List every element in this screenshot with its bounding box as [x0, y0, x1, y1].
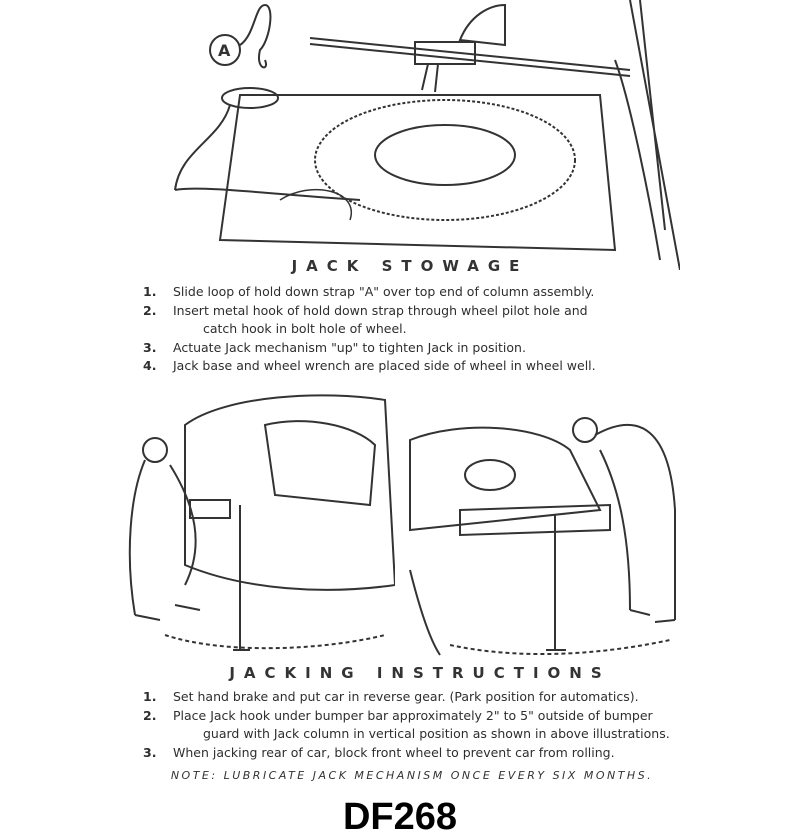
- step-text: Slide loop of hold down strap "A" over t…: [173, 284, 595, 299]
- jack-stowage-steps: 1. Slide loop of hold down strap "A" over…: [143, 283, 596, 376]
- list-item: 1. Slide loop of hold down strap "A" over…: [143, 283, 596, 302]
- jacking-front-illustration: [409, 417, 676, 656]
- list-item: 2. Place Jack hook under bumper bar appro…: [143, 707, 670, 726]
- step-text-continued: guard with Jack column in vertical posit…: [203, 726, 670, 741]
- step-text: Insert metal hook of hold down strap thr…: [173, 302, 588, 318]
- step-number: 3.: [143, 339, 157, 355]
- step-number: 1.: [143, 689, 157, 704]
- step-number: 2.: [143, 302, 157, 318]
- spare-tire: [314, 99, 576, 221]
- jack-column: [309, 37, 631, 77]
- step-number: 1.: [143, 284, 157, 299]
- part-code: DF268: [342, 796, 458, 838]
- callout-a-circle: [209, 34, 241, 66]
- list-item: 1. Set hand brake and put car in reverse …: [143, 688, 670, 707]
- step-text: Place Jack hook under bumper bar approxi…: [173, 707, 653, 723]
- lubrication-note: NOTE: LUBRICATE JACK MECHANISM ONCE EVER…: [170, 769, 654, 782]
- callout-a-label: A: [218, 41, 231, 60]
- step-number: 4.: [143, 358, 157, 373]
- jacking-instructions-heading: JACKING INSTRUCTIONS: [229, 664, 611, 682]
- step-text: Set hand brake and put car in reverse ge…: [173, 689, 639, 704]
- step-number: 2.: [143, 707, 157, 723]
- jack-stowage-heading: JACK STOWAGE: [291, 257, 529, 275]
- step-text: Jack base and wheel wrench are placed si…: [173, 358, 596, 373]
- jack-column: [546, 515, 566, 651]
- list-item: 4. Jack base and wheel wrench are placed …: [143, 357, 596, 376]
- step-text-continued: catch hook in bolt hole of wheel.: [203, 321, 407, 336]
- jacking-instructions-steps: 1. Set hand brake and put car in reverse …: [143, 688, 670, 762]
- step-number: 3.: [143, 744, 157, 760]
- list-item: 2. Insert metal hook of hold down strap t…: [143, 302, 596, 321]
- list-item: 3. When jacking rear of car, block front …: [143, 744, 670, 763]
- list-item: 3. Actuate Jack mechanism "up" to tighten…: [143, 339, 596, 358]
- jacking-rear-illustration: [128, 394, 395, 651]
- step-text: Actuate Jack mechanism "up" to tighten J…: [173, 339, 526, 355]
- step-text: When jacking rear of car, block front wh…: [173, 744, 615, 760]
- jack-column: [233, 505, 250, 651]
- jack-stowage-illustration: A: [174, 0, 680, 270]
